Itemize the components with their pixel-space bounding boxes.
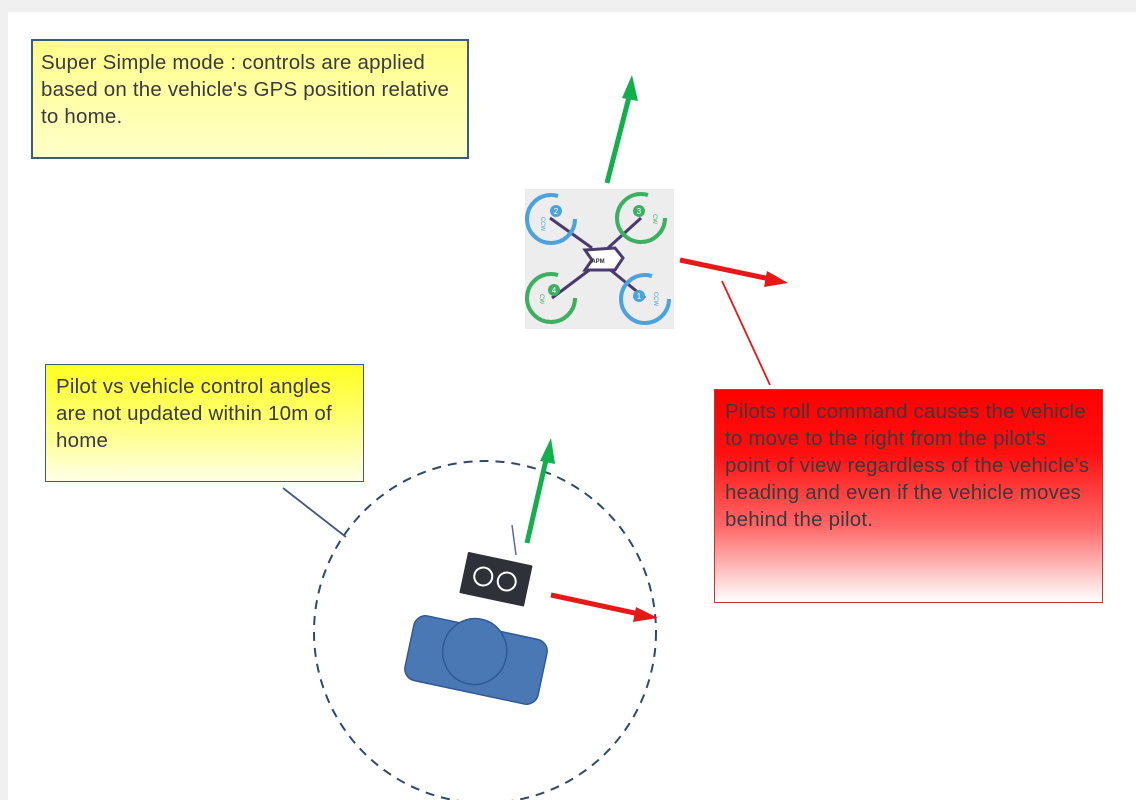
super-simple-mode-text: Super Simple mode : controls are applied…: [41, 51, 450, 128]
vehicle-forward-arrow: [604, 75, 638, 184]
svg-text:4: 4: [552, 286, 557, 295]
motor-1-icon: 1 CCW: [619, 273, 671, 325]
svg-text:3: 3: [637, 207, 642, 216]
svg-text:CCW: CCW: [539, 217, 545, 232]
pilot-angles-text: Pilot vs vehicle control angles are not …: [56, 375, 332, 452]
svg-text:CW: CW: [538, 294, 544, 304]
svg-text:CCW: CCW: [652, 292, 658, 307]
motor-2-icon: 2 CCW: [525, 193, 577, 245]
callout-connector-line: [282, 487, 347, 538]
svg-text:1: 1: [637, 292, 642, 301]
quadcopter: APM 2 CCW 3 CW 4 CW: [525, 189, 674, 329]
svg-text:CW: CW: [651, 214, 657, 224]
transmitter-antenna: [511, 524, 517, 556]
svg-text:2: 2: [554, 207, 559, 216]
motor-3-icon: 3 CW: [615, 192, 667, 244]
pilot-icon: [404, 615, 548, 705]
vehicle-roll-arrow: [679, 257, 788, 287]
super-simple-mode-callout: Super Simple mode : controls are applied…: [31, 39, 469, 159]
roll-command-callout: Pilots roll command causes the vehicle t…: [714, 389, 1103, 603]
pilot-roll-arrow: [550, 592, 658, 622]
pilot-forward-arrow: [524, 438, 555, 544]
home-radius-circle: [313, 460, 657, 800]
roll-callout-connector-line: [721, 280, 771, 386]
motor-4-icon: 4 CW: [525, 272, 577, 324]
transmitter-icon: [459, 551, 533, 607]
flight-controller-label: APM: [591, 259, 604, 265]
pilot-angles-callout: Pilot vs vehicle control angles are not …: [45, 364, 364, 482]
roll-command-text: Pilots roll command causes the vehicle t…: [725, 400, 1090, 531]
